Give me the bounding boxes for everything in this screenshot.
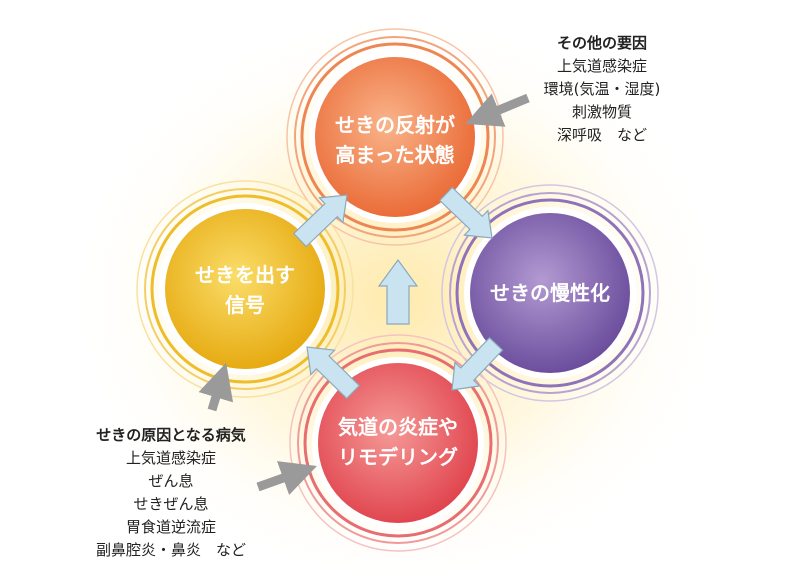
other-factors-item: 環境(気温・湿度)	[544, 80, 661, 98]
cause-diseases-item: ぜん息	[148, 472, 193, 490]
cause-diseases-to-inflammation-arrow	[256, 461, 317, 496]
arrow-chronic-to-inflammation	[451, 336, 504, 391]
arrow-signal-to-reflex	[292, 194, 348, 248]
cause-diseases-title: せきの原因となる病気	[96, 426, 246, 444]
arrow-reflex-to-chronic	[438, 186, 493, 239]
cause-diseases-to-signal-arrow	[198, 362, 234, 412]
circle-inflammation-line2: リモデリング	[338, 445, 458, 469]
arrow-inflammation-to-reflex	[377, 258, 419, 325]
other-factors-note: その他の要因 上気道感染症 環境(気温・湿度) 刺激物質 深呼吸 など	[544, 34, 661, 144]
circle-reflex-line2: 高まった状態	[335, 143, 454, 167]
cause-diseases-item: せきぜん息	[133, 495, 208, 513]
cause-diseases-item: 副鼻腔炎・鼻炎 など	[96, 541, 246, 559]
circle-chronic-cough: せきの慢性化	[441, 184, 659, 402]
circle-airway-inflammation: 気道の炎症や リモデリング	[289, 334, 507, 552]
other-factors-item: 刺激物質	[572, 103, 632, 121]
other-factors-title: その他の要因	[557, 34, 647, 52]
cause-diseases-item: 胃食道逆流症	[126, 518, 216, 536]
circle-reflex-heightened: せきの反射が 高まった状態	[286, 28, 504, 246]
cause-diseases-note: せきの原因となる病気 上気道感染症 ぜん息 せきぜん息 胃食道逆流症 副鼻腔炎・…	[96, 426, 246, 559]
circle-chronic-label: せきの慢性化	[490, 281, 610, 305]
other-factors-arrow	[465, 93, 530, 127]
circle-inflammation-line1: 気道の炎症や	[338, 415, 458, 439]
other-factors-item: 上気道感染症	[557, 57, 647, 75]
other-factors-item: 深呼吸 など	[557, 126, 647, 144]
circle-cough-signal: せきを出す 信号	[136, 180, 354, 398]
circle-signal-line1: せきを出す	[195, 263, 295, 287]
circle-signal-line2: 信号	[225, 293, 265, 317]
circle-reflex-line1: せきの反射が	[335, 113, 455, 137]
cause-diseases-item: 上気道感染症	[126, 449, 216, 467]
arrow-inflammation-to-signal	[306, 346, 361, 400]
